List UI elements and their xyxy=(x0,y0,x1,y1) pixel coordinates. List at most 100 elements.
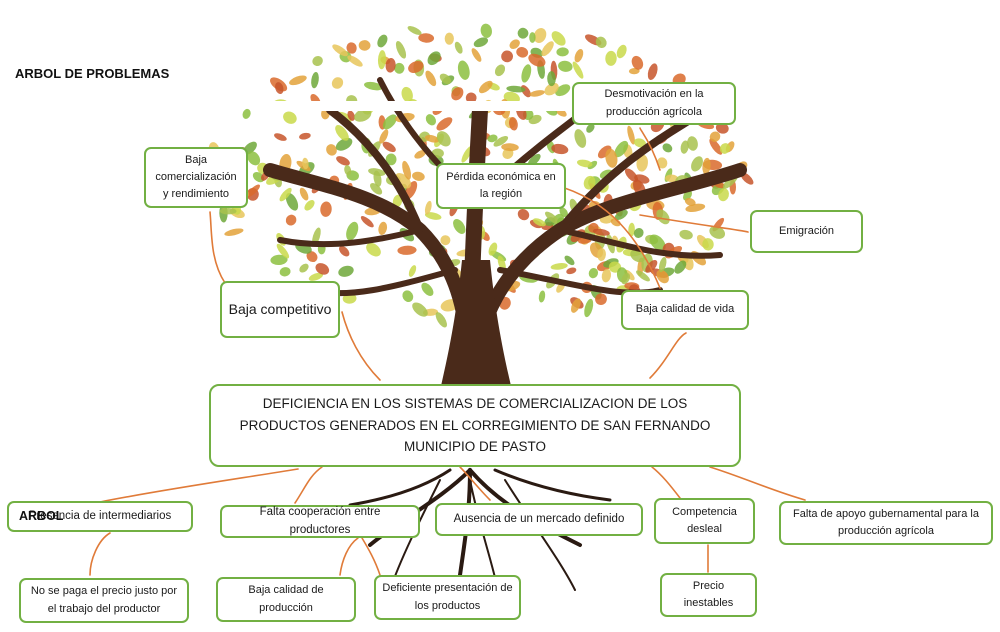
leaf-shape xyxy=(377,50,387,70)
leaf-shape xyxy=(471,48,482,62)
leaf-shape xyxy=(308,272,324,281)
leaf-shape xyxy=(691,156,703,172)
leaf-shape xyxy=(709,138,723,155)
cause-precio-justo: No se paga el precio justo por el trabaj… xyxy=(19,578,189,623)
leaf-shape xyxy=(366,242,381,257)
leaf-shape xyxy=(331,77,344,89)
effect-label: Emigración xyxy=(778,224,835,237)
leaf-shape xyxy=(597,145,612,159)
leaf-shape xyxy=(407,26,422,35)
leaf-shape xyxy=(566,267,577,275)
leaf-shape xyxy=(680,140,689,154)
leaf-shape xyxy=(506,85,526,93)
connector-arrow xyxy=(639,214,749,233)
leaf-shape xyxy=(335,137,353,151)
cause-precio-inestable: Precio inestables xyxy=(660,573,757,617)
leaf-shape xyxy=(547,71,556,87)
connector-arrow xyxy=(341,311,381,381)
leaf-shape xyxy=(595,293,607,306)
leaf-shape xyxy=(674,260,687,274)
leaf-shape xyxy=(385,58,396,73)
leaf-shape xyxy=(574,129,587,148)
effect-baja-calidad-vida: Baja calidad de vida xyxy=(621,290,749,330)
cause-label: No se paga el precio justo por el trabaj… xyxy=(30,585,178,615)
overlay-label: ARBOL xyxy=(19,509,64,523)
leaf-shape xyxy=(521,64,532,83)
connector-arrow xyxy=(459,466,491,501)
leaf-shape xyxy=(586,123,595,133)
leaf-shape xyxy=(576,159,593,168)
leaf-shape xyxy=(583,175,596,190)
leaf-shape xyxy=(440,235,451,246)
leaf-shape xyxy=(715,122,729,134)
leaf-shape xyxy=(346,42,357,54)
leaf-shape xyxy=(564,255,575,266)
leaf-shape xyxy=(541,41,554,57)
cause-intermediarios: Presencia de intermediarios xyxy=(7,501,193,532)
leaf-shape xyxy=(616,44,627,59)
leaf-shape xyxy=(425,114,436,126)
leaf-shape xyxy=(299,263,309,273)
leaf-shape xyxy=(453,219,466,234)
leaf-shape xyxy=(718,188,730,202)
cause-label: Baja calidad de producción xyxy=(248,584,324,614)
leaf-shape xyxy=(621,272,631,285)
leaf-shape xyxy=(346,221,359,241)
connector-arrow xyxy=(361,537,381,576)
connector-arrow xyxy=(709,466,806,501)
leaf-shape xyxy=(332,44,348,57)
leaf-shape xyxy=(461,146,473,163)
leaf-shape xyxy=(556,47,569,57)
leaf-shape xyxy=(427,51,441,66)
leaf-shape xyxy=(358,40,371,51)
effect-label: Pérdida económica en la región xyxy=(446,170,556,200)
leaf-shape xyxy=(538,290,546,303)
leaf-shape xyxy=(299,187,309,201)
leaf-shape xyxy=(425,70,437,87)
leaf-shape xyxy=(529,32,536,43)
leaf-shape xyxy=(424,200,432,215)
leaf-shape xyxy=(354,108,372,122)
leaf-shape xyxy=(360,216,374,228)
cause-cooperacion: Falta cooperación entre productores xyxy=(220,505,420,538)
leaf-shape xyxy=(610,218,621,227)
leaf-shape xyxy=(276,243,290,259)
leaf-shape xyxy=(633,228,644,238)
leaf-shape xyxy=(516,47,529,58)
cause-label: Competencia desleal xyxy=(672,505,737,535)
leaf-shape xyxy=(392,194,403,208)
cause-competencia: Competencia desleal xyxy=(654,498,755,544)
leaf-shape xyxy=(487,134,498,143)
arrows xyxy=(89,127,806,576)
cause-presentacion: Deficiente presentación de los productos xyxy=(374,575,521,620)
leaf-shape xyxy=(412,171,425,181)
leaf-shape xyxy=(382,141,396,153)
leaf-shape xyxy=(397,245,417,255)
effect-label: Baja calidad de vida xyxy=(635,303,735,316)
leaf-shape xyxy=(344,165,352,176)
leaf-shape xyxy=(595,36,607,48)
leaf-shape xyxy=(588,267,599,279)
leaf-shape xyxy=(657,157,668,169)
effect-baja-competitivo: Baja competitivo xyxy=(220,281,340,338)
leaf-shape xyxy=(274,133,287,141)
leaf-shape xyxy=(624,168,639,183)
leaf-shape xyxy=(601,268,612,283)
leaf-shape xyxy=(439,73,451,85)
leaf-shape xyxy=(312,55,323,67)
effect-emigracion: Emigración xyxy=(750,210,863,253)
leaf-shape xyxy=(574,49,584,63)
leaf-shape xyxy=(633,138,646,148)
leaf-shape xyxy=(614,140,629,158)
leaf-shape xyxy=(497,255,506,272)
leaf-shape xyxy=(702,157,711,175)
leaf-shape xyxy=(304,200,315,211)
leaf-shape xyxy=(326,144,337,156)
leaf-shape xyxy=(649,234,666,252)
leaf-shape xyxy=(685,203,706,213)
leaf-shape xyxy=(636,270,650,282)
white-strip xyxy=(268,101,570,111)
leaf-shape xyxy=(493,135,509,147)
leaf-shape xyxy=(473,37,489,48)
connector-arrow xyxy=(209,211,226,284)
